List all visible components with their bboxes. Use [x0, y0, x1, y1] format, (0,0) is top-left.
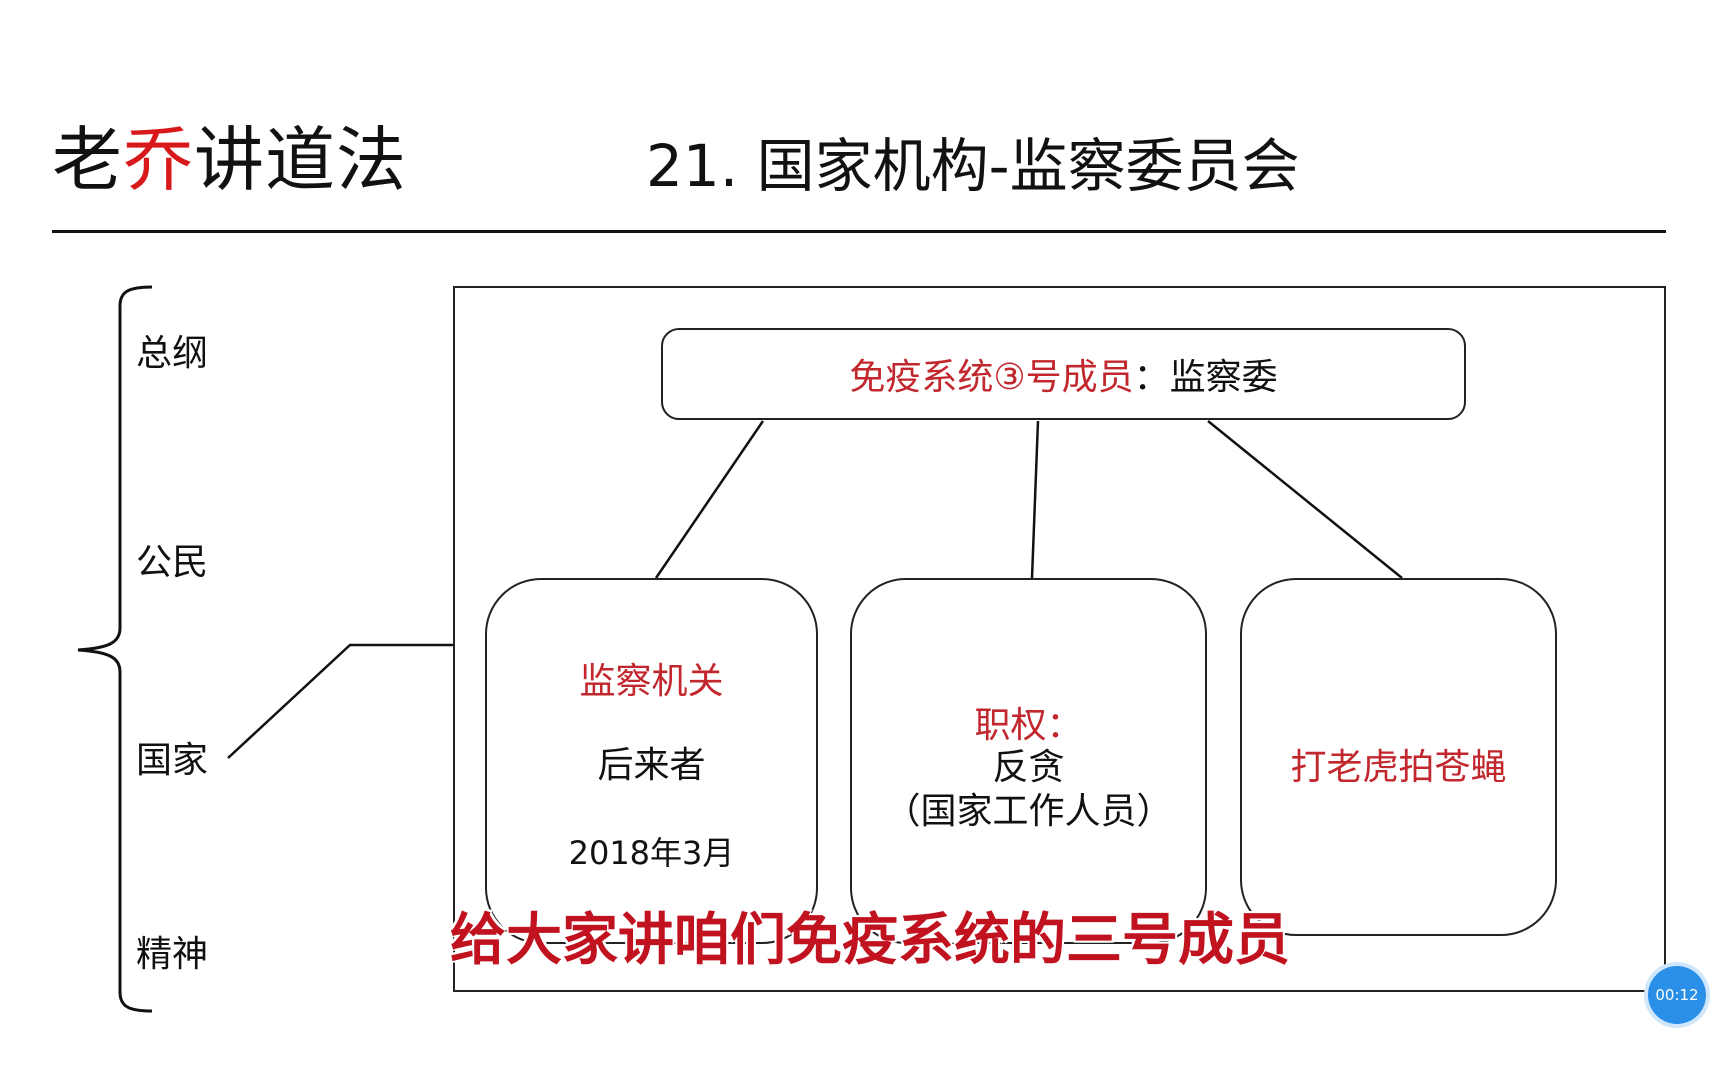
brand-accent: 乔: [123, 119, 194, 201]
card-powers: 职权： 反贪 （国家工作人员）: [850, 578, 1207, 944]
card1-line2: 2018年3月: [568, 834, 735, 872]
tree-line-middle: [1030, 420, 1040, 579]
top-node-red-text: 免疫系统③号成员: [849, 357, 1134, 398]
video-subtitle: 给大家讲咱们免疫系统的三号成员: [450, 908, 1290, 973]
card3-heading: 打老虎拍苍蝇: [1290, 747, 1507, 788]
outline-item-spirit: 精神: [136, 934, 209, 975]
brand-prefix: 老: [52, 119, 123, 201]
diagram-frame: [453, 286, 1666, 992]
state-connector: [227, 643, 455, 759]
card-anticorruption: 打老虎拍苍蝇: [1240, 578, 1557, 936]
card-supervisory-organ: 监察机关 后来者 2018年3月: [485, 578, 818, 944]
card2-line1: 反贪: [992, 747, 1065, 788]
outline-item-state: 国家: [136, 740, 209, 781]
tree-line-right: [1207, 420, 1403, 579]
outline-item-citizen: 公民: [136, 542, 209, 583]
playback-timer-badge[interactable]: 00:12: [1648, 966, 1706, 1024]
outline-item-general: 总纲: [136, 333, 209, 374]
outline-brace: [77, 285, 153, 1013]
card1-heading: 监察机关: [579, 661, 724, 702]
top-node-black-text: ：监察委: [1133, 357, 1278, 398]
top-node: 免疫系统③号成员：监察委: [661, 328, 1466, 420]
header-divider: [52, 230, 1666, 233]
brand-logo: 老乔讲道法: [52, 110, 407, 210]
card2-line2: （国家工作人员）: [884, 791, 1173, 832]
card1-line1: 后来者: [597, 745, 706, 786]
page-title: 21. 国家机构-监察委员会: [646, 132, 1300, 200]
brand-suffix: 讲道法: [194, 119, 407, 201]
tree-line-left: [654, 420, 765, 579]
card2-heading: 职权：: [974, 705, 1083, 746]
